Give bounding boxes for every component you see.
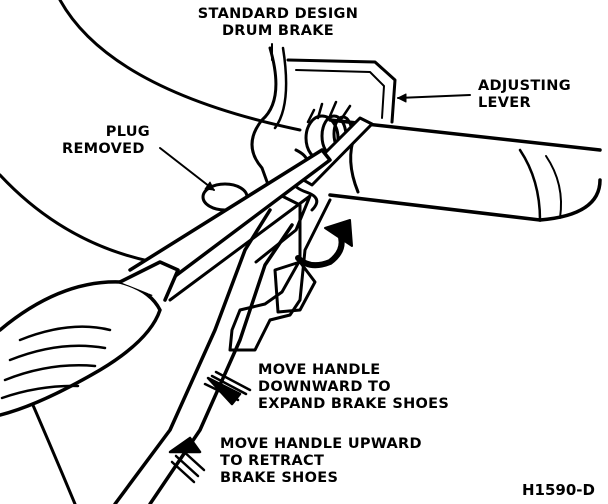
adjusting-lever-line1: ADJUSTING — [478, 78, 571, 94]
figure-code: H1590-D — [522, 481, 595, 499]
move-down-line3: EXPAND BRAKE SHOES — [258, 396, 450, 412]
screwdriver-handle — [0, 260, 180, 417]
wheel-outer-arc — [58, 0, 302, 132]
move-up-line3: BRAKE SHOES — [220, 470, 339, 486]
standard-design-line1: STANDARD DESIGN — [197, 6, 359, 22]
standard-design-line2: DRUM BRAKE — [221, 23, 335, 39]
adjusting-lever-label: ADJUSTING LEVER — [478, 78, 571, 112]
move-up-line1: MOVE HANDLE UPWARD — [220, 436, 422, 452]
standard-design-label: STANDARD DESIGN DRUM BRAKE — [196, 6, 360, 40]
move-down-line2: DOWNWARD TO — [258, 379, 391, 395]
axle-shaft-ridge-2 — [518, 148, 542, 222]
adjusting-lever-line2: LEVER — [478, 95, 531, 111]
move-down-line1: MOVE HANDLE — [258, 362, 381, 378]
downward-arrow-icon — [203, 370, 252, 406]
axle-shaft-top — [328, 118, 602, 152]
adjusting-tool-arm-outer — [113, 208, 272, 504]
leader-adjusting-lever — [397, 94, 471, 99]
plate-upper-flange — [286, 58, 397, 124]
wheel-inner-arc — [0, 173, 172, 267]
leader-plug-removed — [159, 147, 215, 191]
move-down-instruction: MOVE HANDLE DOWNWARD TO EXPAND BRAKE SHO… — [258, 362, 449, 413]
shoe-bracket — [273, 260, 317, 314]
plug-removed-line2: REMOVED — [62, 141, 145, 157]
rotation-arrow-icon — [295, 219, 353, 269]
adjusting-tool-arm-inner — [148, 223, 294, 504]
move-up-line2: TO RETRACT — [220, 453, 325, 469]
plug-removed-line1: PLUG — [105, 124, 150, 140]
axle-shaft-bottom — [328, 193, 542, 222]
axle-shaft-ridge-3 — [545, 155, 563, 219]
axle-shaft-end — [538, 178, 602, 222]
move-up-instruction: MOVE HANDLE UPWARD TO RETRACT BRAKE SHOE… — [220, 436, 422, 487]
adjusting-tool-blade — [128, 148, 332, 297]
backing-plate-edge — [273, 46, 288, 130]
plug-removed-label: PLUG REMOVED — [62, 124, 150, 158]
upward-arrow-icon — [168, 436, 206, 484]
plate-upper-flange-inner — [295, 69, 385, 119]
